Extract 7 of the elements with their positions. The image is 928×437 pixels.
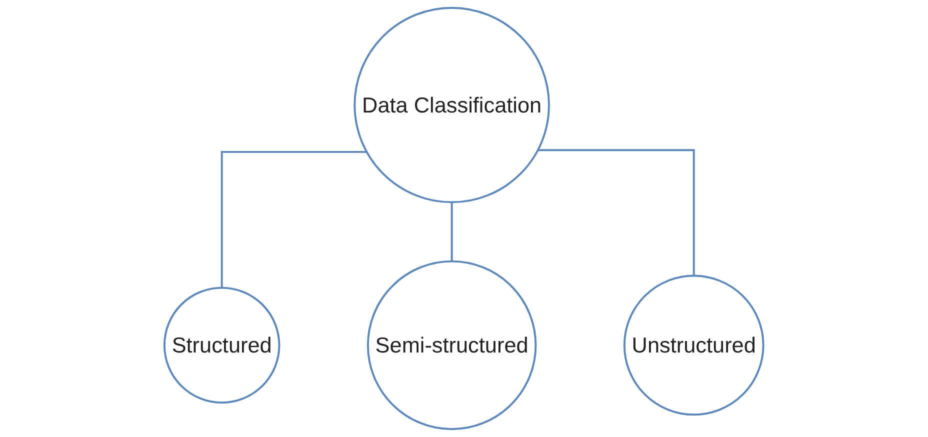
node-circle: Structured [164,286,280,404]
node-circle: Semi-structured [367,260,537,430]
connector [220,150,367,288]
connector [450,201,453,262]
node-circle: Data Classification [354,6,550,204]
connector [538,149,695,276]
node-circle: Unstructured [624,274,764,416]
